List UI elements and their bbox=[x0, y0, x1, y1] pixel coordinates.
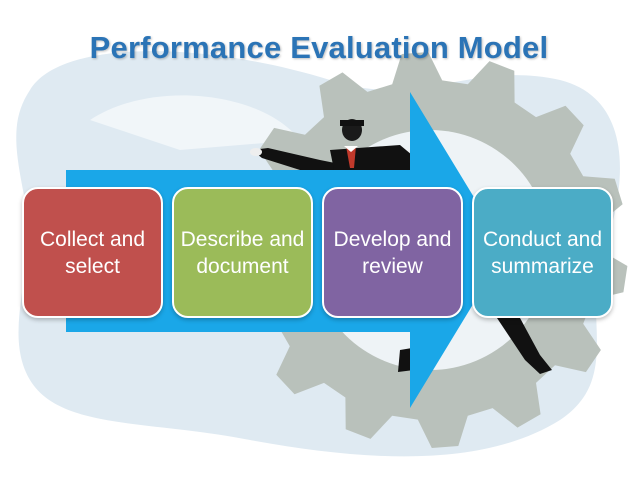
step-describe-and-document: Describe and document bbox=[172, 187, 313, 318]
page-title: Performance Evaluation Model bbox=[89, 30, 549, 65]
step-conduct-and-summarize: Conduct and summarize bbox=[472, 187, 613, 318]
step-develop-and-review: Develop and review bbox=[322, 187, 463, 318]
running-businessman-illustration bbox=[250, 119, 552, 374]
step-collect-and-select: Collect and select bbox=[22, 187, 163, 318]
